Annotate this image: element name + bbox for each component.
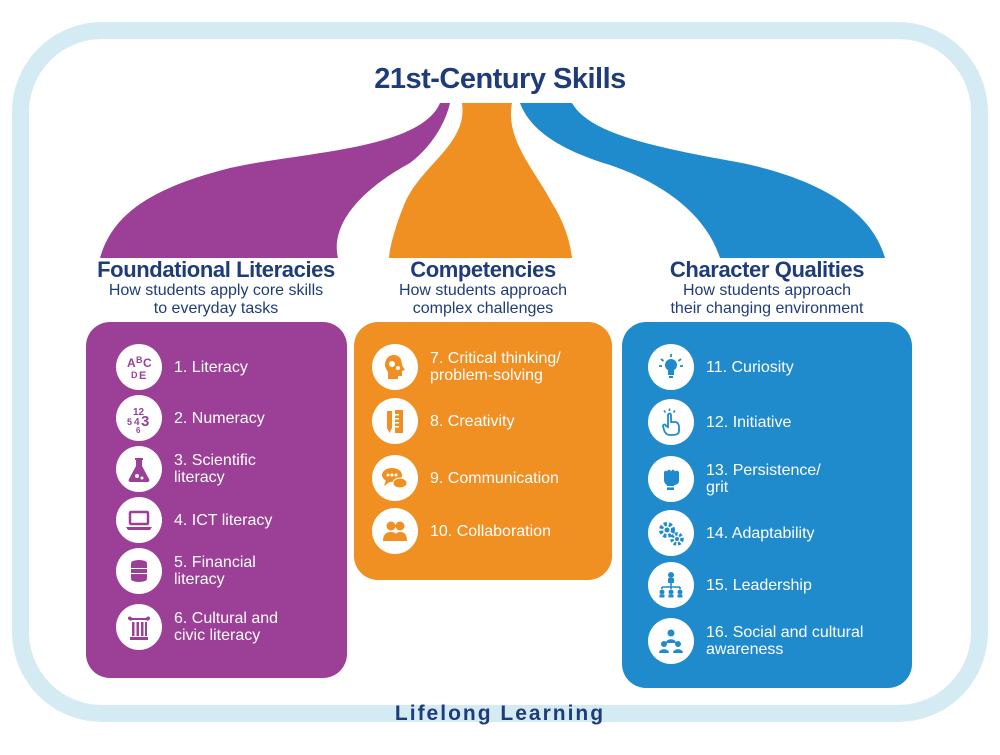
column-subtitle: How students approach their changing env… bbox=[670, 282, 864, 317]
org-chart-icon bbox=[648, 562, 694, 608]
list-item: 3. Scientific literacy bbox=[116, 446, 256, 492]
item-label: 8. Creativity bbox=[430, 412, 515, 430]
column-head-competencies: Competencies How students approach compl… bbox=[350, 258, 616, 318]
coin-stack-icon bbox=[116, 548, 162, 594]
list-item: 16. Social and cultural awareness bbox=[648, 618, 863, 664]
column-head-foundational: Foundational Literacies How students app… bbox=[76, 258, 356, 318]
item-label: 13. Persistence/ grit bbox=[706, 462, 821, 496]
head-gears-icon bbox=[372, 344, 418, 390]
list-item: 6. Cultural and civic literacy bbox=[116, 604, 278, 650]
group-icon bbox=[648, 618, 694, 664]
svg-text:12: 12 bbox=[133, 407, 145, 418]
item-label: 2. Numeracy bbox=[174, 409, 265, 427]
people-icon bbox=[372, 508, 418, 554]
list-item: 13. Persistence/ grit bbox=[648, 456, 821, 502]
item-label: 14. Adaptability bbox=[706, 524, 815, 542]
character-qualities-panel: 11. Curiosity 12. Initiative 13. Persist… bbox=[622, 322, 912, 688]
competencies-panel: 7. Critical thinking/ problem-solving 8.… bbox=[354, 322, 612, 580]
list-item: 15. Leadership bbox=[648, 562, 812, 608]
item-label: 7. Critical thinking/ problem-solving bbox=[430, 350, 561, 384]
svg-text:C: C bbox=[143, 356, 152, 370]
column-subtitle: How students apply core skills to everyd… bbox=[108, 282, 324, 317]
item-label: 6. Cultural and civic literacy bbox=[174, 610, 279, 644]
list-item: 11. Curiosity bbox=[648, 344, 794, 390]
list-item: 9. Communication bbox=[372, 455, 559, 501]
speech-bubbles-icon bbox=[372, 455, 418, 501]
orange-branch bbox=[389, 103, 572, 258]
item-label: 1. Literacy bbox=[174, 358, 248, 376]
item-label: 16. Social and cultural awareness bbox=[706, 624, 864, 658]
column-icon bbox=[116, 604, 162, 650]
column-heading: Character Qualities bbox=[669, 257, 865, 282]
item-label: 15. Leadership bbox=[706, 576, 812, 594]
blue-branch bbox=[520, 103, 885, 258]
item-label: 10. Collaboration bbox=[430, 522, 551, 540]
list-item: 10. Collaboration bbox=[372, 508, 551, 554]
svg-text:B: B bbox=[136, 355, 143, 365]
svg-text:D: D bbox=[131, 370, 138, 380]
gears-icon bbox=[648, 510, 694, 556]
item-label: 9. Communication bbox=[430, 469, 559, 487]
flask-icon bbox=[116, 446, 162, 492]
svg-text:4: 4 bbox=[134, 417, 140, 428]
footer-caption: Lifelong Learning bbox=[394, 702, 606, 725]
list-item: 5. Financial literacy bbox=[116, 548, 256, 594]
list-item: 12. Initiative bbox=[648, 399, 791, 445]
column-heading: Foundational Literacies bbox=[97, 257, 335, 282]
lightbulb-icon bbox=[648, 344, 694, 390]
svg-text:6: 6 bbox=[136, 426, 141, 433]
column-heading: Competencies bbox=[410, 257, 556, 282]
column-subtitle: How students approach complex challenges bbox=[398, 282, 568, 317]
diagram-title: 21st-Century Skills bbox=[374, 63, 626, 95]
list-item: 7. Critical thinking/ problem-solving bbox=[372, 344, 561, 390]
item-label: 4. ICT literacy bbox=[174, 511, 273, 529]
item-label: 5. Financial literacy bbox=[174, 554, 256, 588]
svg-text:E: E bbox=[139, 370, 146, 382]
list-item: 4. ICT literacy bbox=[116, 497, 272, 543]
item-label: 11. Curiosity bbox=[706, 358, 794, 376]
list-item: 8. Creativity bbox=[372, 398, 514, 444]
purple-branch bbox=[100, 103, 450, 258]
item-label: 12. Initiative bbox=[706, 413, 792, 431]
laptop-icon bbox=[116, 497, 162, 543]
pointing-hand-icon bbox=[648, 399, 694, 445]
svg-text:A: A bbox=[127, 356, 136, 370]
list-item: 14. Adaptability bbox=[648, 510, 815, 556]
item-label: 3. Scientific literacy bbox=[174, 452, 256, 486]
svg-text:5: 5 bbox=[127, 417, 132, 427]
column-head-character: Character Qualities How students approac… bbox=[618, 258, 916, 318]
pencil-ruler-icon bbox=[372, 398, 418, 444]
fist-icon bbox=[648, 456, 694, 502]
svg-text:3: 3 bbox=[141, 413, 149, 430]
